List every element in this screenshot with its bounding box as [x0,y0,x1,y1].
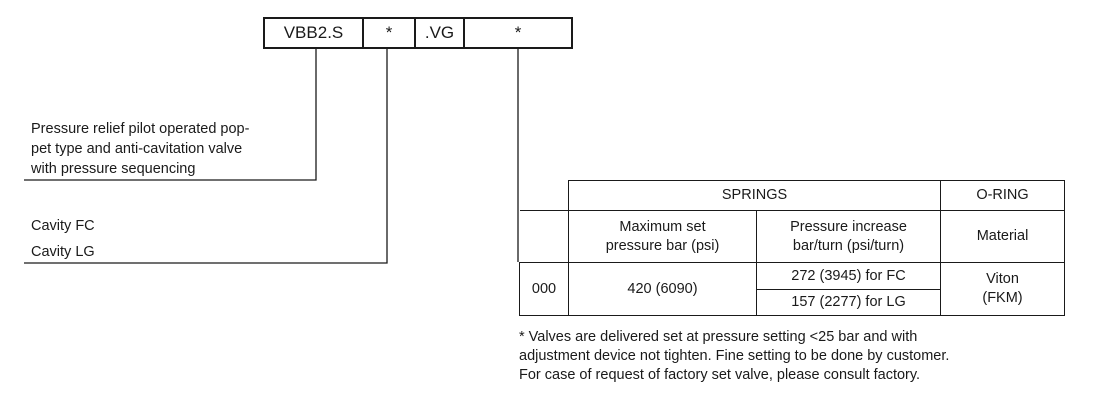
code-spring-placeholder: * [514,23,522,42]
header-line: Maximum set [619,218,706,235]
cavity-lg-label: Cavity LG [31,244,95,260]
springs-table: SPRINGS O-RING Maximum set pressure bar … [519,180,1066,316]
oring-header: O-RING [940,180,1066,211]
material-line: Viton [986,271,1019,287]
ordering-code-boxes: VBB2.S * .VG * [263,17,573,49]
springs-header: SPRINGS [567,180,942,211]
empty-corner-cell [519,210,569,263]
code-seal: .VG [416,19,465,47]
code-model: VBB2.S [265,19,364,47]
description-line: with pressure sequencing [31,161,196,177]
header-line: bar/turn (psi/turn) [792,237,905,254]
footnote-line: For case of request of factory set valve… [519,367,921,383]
increase-fc-cell: 272 (3945) for FC [755,262,942,290]
empty-corner-cell [519,180,569,211]
leader-line-cavity [24,49,388,264]
footnote-line: adjustment device not tighten. Fine sett… [519,348,950,364]
footnote: * Valves are delivered set at pressure s… [519,328,949,385]
header-line: Pressure increase [790,218,907,235]
material-line: (FKM) [982,290,1023,306]
description-line: Pressure relief pilot operated pop- [31,121,250,137]
footnote-line: * Valves are delivered set at pressure s… [519,329,918,345]
cavity-fc-label: Cavity FC [31,218,95,234]
description-line: pet type and anti-cavitation valve [31,141,243,157]
increase-lg-cell: 157 (2277) for LG [755,289,942,316]
material-value-cell: Viton (FKM) [940,262,1066,316]
model-description: Pressure relief pilot operated pop- pet … [31,119,249,179]
max-set-header: Maximum set pressure bar (psi) [568,210,757,263]
max-set-value-cell: 420 (6090) [568,262,757,316]
leader-line-model [24,49,317,181]
header-line: pressure bar (psi) [605,237,720,254]
spring-code-cell: 000 [519,262,569,316]
pressure-increase-header: Pressure increase bar/turn (psi/turn) [755,210,942,263]
material-header: Material [940,210,1066,263]
code-cavity-placeholder: * [364,19,416,47]
